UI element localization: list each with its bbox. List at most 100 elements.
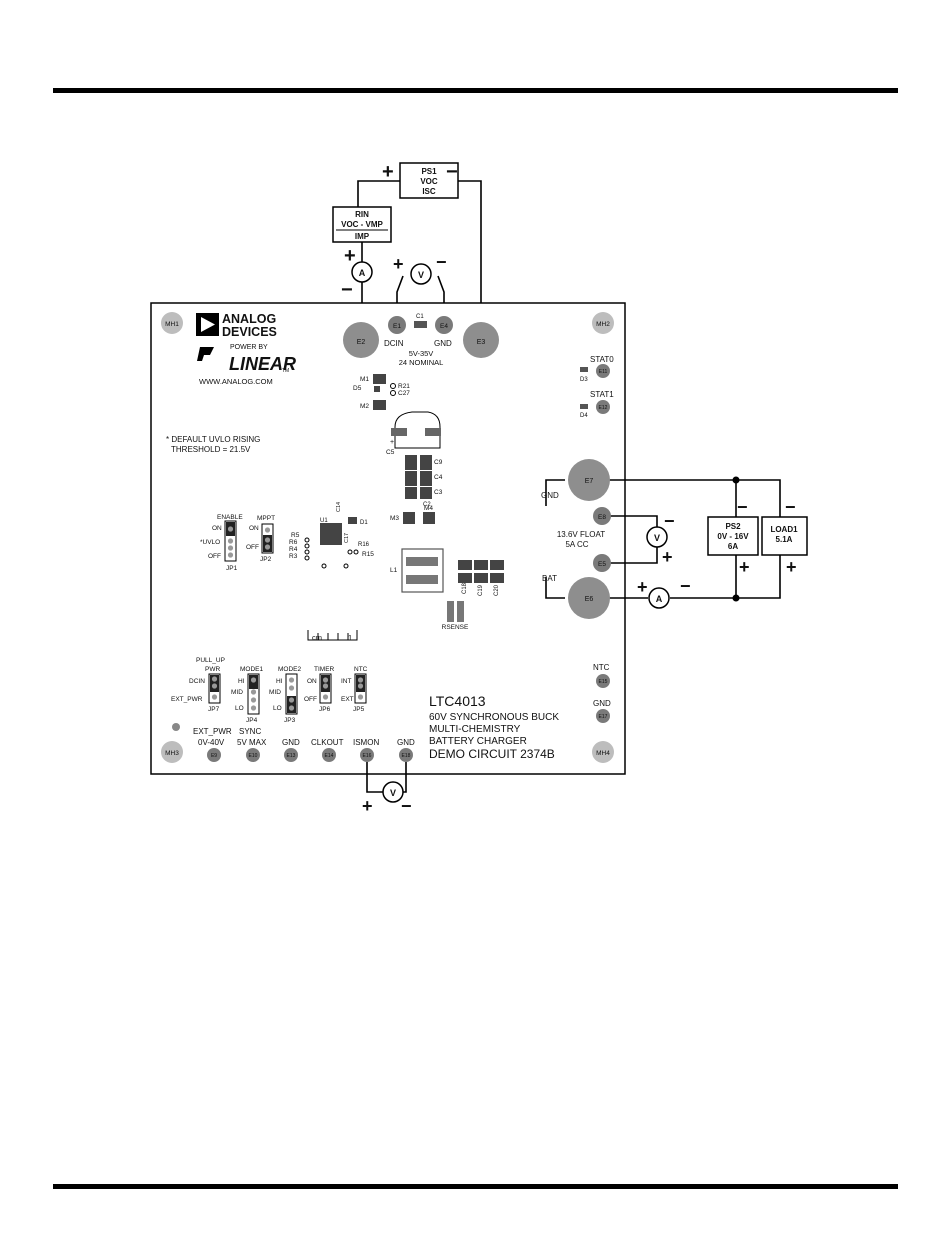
jumper-jp4[interactable]: MODE1 HI MID LO JP4 [231, 666, 264, 724]
svg-text:OFF: OFF [208, 553, 221, 560]
svg-text:DEMO CIRCUIT 2374B: DEMO CIRCUIT 2374B [429, 747, 555, 761]
jumper-jp7[interactable]: PULL_UP PWR DCIN EXT_PWR JP7 [171, 657, 225, 713]
uvlo-note-line1: * DEFAULT UVLO RISING [166, 435, 260, 444]
svg-text:E6: E6 [585, 596, 594, 603]
svg-text:R16: R16 [358, 542, 370, 548]
terminal-e13: E13 [284, 748, 298, 762]
svg-text:E14: E14 [325, 753, 334, 759]
junction-dot-top [732, 476, 740, 484]
out-am-plus: + [637, 577, 648, 597]
jumper-jp2[interactable]: MPPT ON OFF JP2 [246, 515, 275, 563]
svg-text:C17: C17 [344, 533, 350, 543]
svg-text:C27: C27 [398, 390, 410, 397]
svg-text:C2: C2 [423, 502, 431, 508]
svg-text:E5: E5 [598, 561, 606, 568]
jumper-jp3[interactable]: MODE2 HI MID LO JP3 [269, 666, 302, 724]
svg-text:NTC: NTC [593, 663, 610, 672]
clkout-label: CLKOUT [311, 738, 344, 747]
logo-linear: LINEAR [229, 354, 296, 374]
terminal-e2: E2 [343, 322, 379, 358]
svg-text:E8: E8 [598, 514, 606, 521]
jumper-jp6[interactable]: TIMER ON OFF JP6 [304, 666, 335, 713]
svg-text:JP3: JP3 [284, 717, 296, 724]
rin-box: RIN VOC - VMP IMP [332, 206, 392, 243]
svg-text:E10: E10 [249, 753, 258, 759]
svg-text:HI: HI [238, 678, 245, 685]
svg-text:C20: C20 [494, 584, 500, 596]
jumper-jp1[interactable]: ENABLE ON *UVLO OFF JP1 [200, 514, 243, 572]
svg-text:E17: E17 [599, 714, 608, 720]
svg-text:OFF: OFF [246, 544, 259, 551]
terminal-e14: E14 [322, 748, 336, 762]
ps1-line1: VOC [420, 177, 438, 186]
svg-text:PWR: PWR [205, 666, 220, 673]
jumper-jp5[interactable]: NTC INT EXT JP5 [341, 666, 368, 713]
svg-text:E3: E3 [477, 339, 486, 346]
svg-text:MH1: MH1 [165, 321, 179, 328]
load1-box: LOAD1 5.1A [761, 516, 808, 556]
svg-text:PULL_UP: PULL_UP [196, 657, 225, 664]
svg-text:JP5: JP5 [353, 706, 365, 713]
charge-current: 5A CC [565, 540, 588, 549]
svg-text:E15: E15 [599, 679, 608, 685]
rin-minus: − [341, 279, 353, 301]
capacitor-bank-c9-c3: C9 C4 C3 C2 [405, 455, 443, 508]
mounting-hole-mh3: MH3 [161, 741, 183, 763]
rin-line3: IMP [355, 232, 370, 241]
terminal-e6: E6 [568, 577, 610, 619]
svg-text:+: + [390, 439, 394, 446]
svg-text:M4: M4 [424, 505, 433, 512]
svg-text:E11: E11 [599, 369, 608, 375]
logo-power-by: POWER BY [230, 344, 268, 351]
svg-text:C9: C9 [434, 459, 443, 466]
svg-text:cm: cm [312, 633, 322, 642]
svg-text:LO: LO [273, 705, 282, 712]
svg-text:V: V [654, 533, 660, 543]
capacitors-c18-c20: C18 C19 C20 [458, 560, 504, 596]
svg-text:U1: U1 [320, 518, 328, 524]
svg-text:E16: E16 [363, 753, 372, 759]
svg-text:0V - 16V: 0V - 16V [717, 532, 749, 541]
out-am-minus: − [680, 576, 691, 596]
svg-text:R4: R4 [289, 546, 298, 553]
svg-text:E4: E4 [440, 323, 448, 330]
svg-text:E18: E18 [402, 753, 411, 759]
load1-plus: + [786, 557, 797, 577]
svg-text:GND: GND [593, 699, 611, 708]
out-vm-minus: − [664, 511, 675, 531]
mosfet-m1: M1 [360, 374, 386, 384]
svg-text:ON: ON [249, 525, 259, 532]
svg-text:PS2: PS2 [725, 522, 741, 531]
svg-text:INT: INT [341, 678, 352, 685]
range-label: 0V-40V [198, 738, 225, 747]
ruler-scale: cm 1 [307, 630, 358, 642]
svg-text:C14: C14 [336, 502, 342, 512]
ps2-minus: − [737, 497, 748, 517]
terminal-e5: E5 [593, 554, 611, 572]
mosfet-m2: M2 [360, 400, 386, 410]
svg-text:60V SYNCHRONOUS BUCK: 60V SYNCHRONOUS BUCK [429, 712, 559, 723]
svg-text:D5: D5 [353, 385, 362, 392]
svg-text:MPPT: MPPT [257, 515, 275, 522]
load1-minus: − [785, 497, 796, 517]
input-voltmeter: V [410, 263, 432, 285]
output-gnd-label: GND [541, 491, 559, 500]
terminal-e1: E1 [388, 316, 406, 334]
svg-text:1: 1 [348, 633, 352, 642]
output-ammeter: A [648, 587, 670, 609]
output-wiring [545, 479, 781, 599]
svg-text:R21: R21 [398, 383, 410, 390]
vm-plus: + [393, 254, 404, 274]
mounting-hole-mh2: MH2 [592, 312, 614, 334]
ext-pwr-label: EXT_PWR [193, 727, 232, 736]
svg-text:JP4: JP4 [246, 717, 258, 724]
ismon-voltmeter: V [382, 781, 404, 803]
svg-text:MH4: MH4 [596, 750, 610, 757]
dcin-label: DCIN [384, 339, 404, 348]
resistor-rsense: RSENSE [442, 601, 469, 631]
svg-text:ON: ON [307, 678, 317, 685]
svg-text:V: V [418, 270, 424, 280]
terminal-e8: E8 [593, 507, 611, 525]
svg-text:DCIN: DCIN [189, 678, 205, 685]
